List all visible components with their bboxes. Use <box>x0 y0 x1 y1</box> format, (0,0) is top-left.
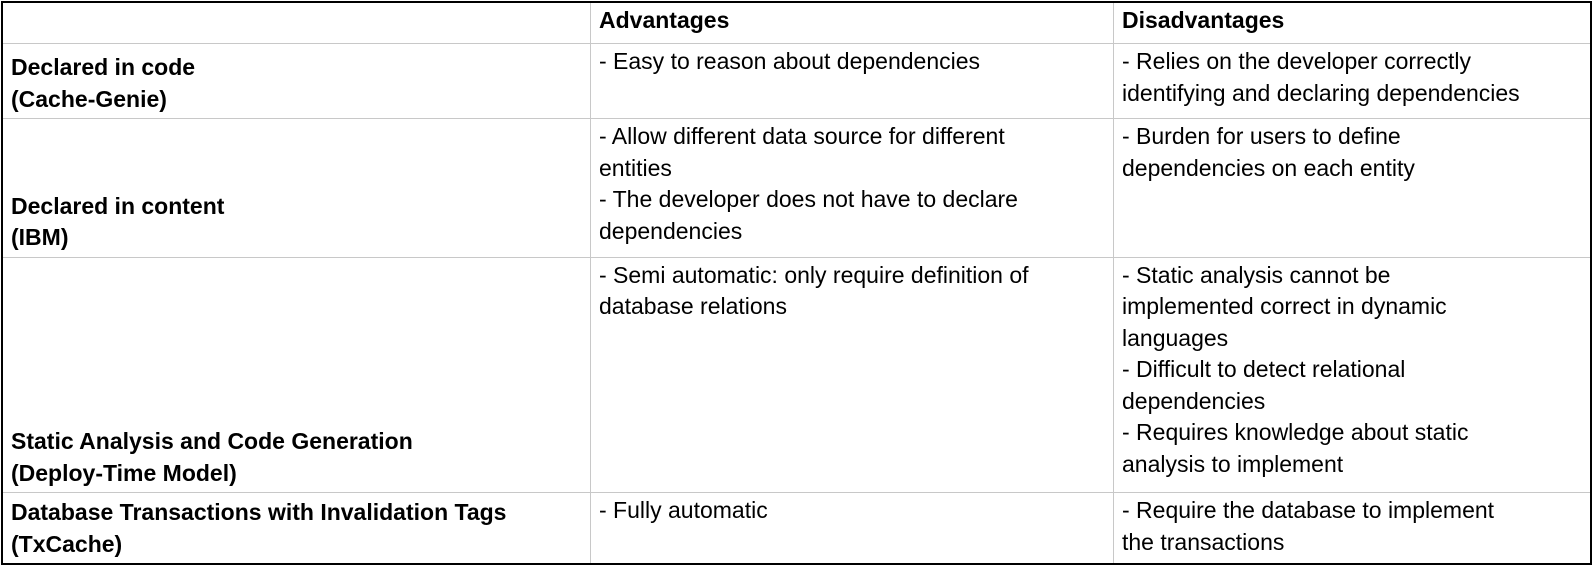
table-row: Static Analysis and Code Generation (Dep… <box>2 256 1591 494</box>
disadvantage-line: analysis to implement <box>1122 450 1344 477</box>
disadvantage-line: - Static analysis cannot be <box>1122 261 1391 288</box>
header-row: Advantages Disadvantages <box>2 1 1591 45</box>
disadvantage-line: - Burden for users to define <box>1122 123 1401 150</box>
disadvantage-line: - Relies on the developer correctly <box>1122 48 1471 75</box>
header-cell-approach[interactable] <box>2 1 591 45</box>
disadvantages-cell[interactable]: - Relies on the developer correctly iden… <box>1113 43 1591 120</box>
table-row: Database Transactions with Invalidation … <box>2 492 1591 564</box>
disadvantage-line: languages <box>1122 324 1229 351</box>
advantages-cell[interactable]: - Fully automatic <box>590 492 1114 564</box>
approach-name: Static Analysis and Code Generation <box>11 428 413 455</box>
header-cell-disadvantages[interactable]: Disadvantages <box>1113 1 1591 45</box>
advantage-line: - Allow different data source for differ… <box>599 123 1005 150</box>
disadvantage-line: dependencies on each entity <box>1122 154 1415 181</box>
disadvantages-cell[interactable]: - Require the database to implement the … <box>1113 492 1591 564</box>
advantages-cell[interactable]: - Easy to reason about dependencies <box>590 43 1114 120</box>
disadvantage-line: implemented correct in dynamic <box>1122 293 1447 320</box>
approach-example: (Deploy-Time Model) <box>11 459 237 486</box>
approach-name: Declared in content <box>11 192 225 219</box>
advantage-line: database relations <box>599 293 787 320</box>
disadvantage-line: identifying and declaring dependencies <box>1122 79 1520 106</box>
approach-cell[interactable]: Static Analysis and Code Generation (Dep… <box>2 256 591 494</box>
approach-name: Declared in code <box>11 54 196 81</box>
advantages-cell[interactable]: - Semi automatic: only require definitio… <box>590 256 1114 494</box>
advantage-line: dependencies <box>599 217 743 244</box>
disadvantage-line: - Require the database to implement <box>1122 497 1495 524</box>
advantage-line: - Easy to reason about dependencies <box>599 48 981 75</box>
approach-cell[interactable]: Declared in content (IBM) <box>2 118 591 258</box>
advantage-line: - The developer does not have to declare <box>599 186 1018 213</box>
table-row: Declared in code (Cache-Genie) - Easy to… <box>2 43 1591 120</box>
disadvantage-line: - Requires knowledge about static <box>1122 419 1469 446</box>
approach-example: (Cache-Genie) <box>11 85 167 112</box>
disadvantages-cell[interactable]: - Burden for users to define dependencie… <box>1113 118 1591 258</box>
approach-cell[interactable]: Database Transactions with Invalidation … <box>2 492 591 564</box>
advantage-line: - Fully automatic <box>599 497 768 524</box>
advantage-line: entities <box>599 154 672 181</box>
header-cell-advantages[interactable]: Advantages <box>590 1 1114 45</box>
advantage-line: - Semi automatic: only require definitio… <box>599 261 1029 288</box>
disadvantage-line: the transactions <box>1122 528 1285 555</box>
disadvantage-line: - Difficult to detect relational <box>1122 356 1406 383</box>
approach-example: (IBM) <box>11 224 69 251</box>
approach-name: Database Transactions with Invalidation … <box>11 499 507 525</box>
disadvantages-cell[interactable]: - Static analysis cannot be implemented … <box>1113 256 1591 494</box>
table-row: Declared in content (IBM) - Allow differ… <box>2 118 1591 258</box>
approach-cell[interactable]: Declared in code (Cache-Genie) <box>2 43 591 120</box>
disadvantage-line: dependencies <box>1122 387 1266 414</box>
approach-example: (TxCache) <box>11 530 123 557</box>
advantages-cell[interactable]: - Allow different data source for differ… <box>590 118 1114 258</box>
